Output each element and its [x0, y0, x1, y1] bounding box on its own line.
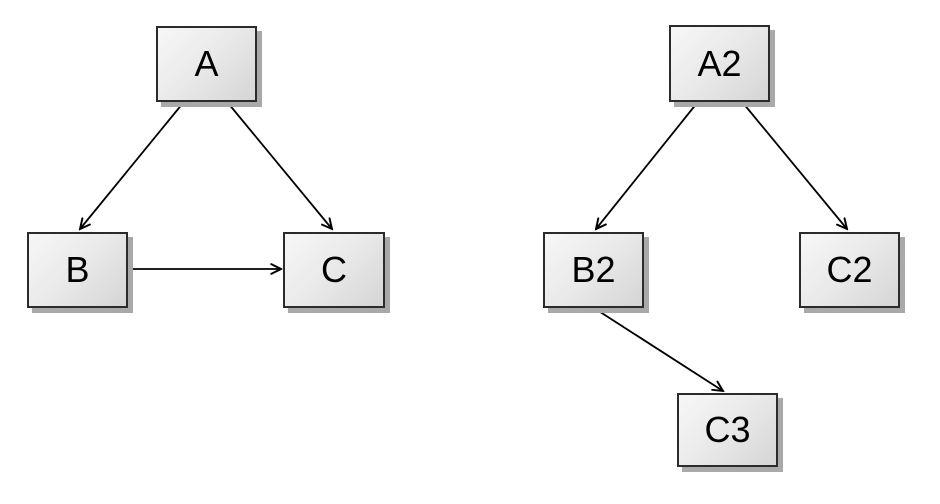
- node-C3: C3: [677, 393, 778, 467]
- node-A: A: [156, 26, 257, 102]
- node-label-A2: A2: [697, 42, 742, 84]
- node-label-C: C: [321, 249, 347, 290]
- node-B: B: [27, 232, 128, 308]
- edge-A2-to-B2: [596, 102, 698, 229]
- node-label-B: B: [65, 249, 90, 290]
- node-label-B2: B2: [571, 249, 616, 290]
- node-C: C: [283, 232, 385, 308]
- edge-A-to-C: [227, 102, 332, 229]
- edge-B2-to-C3: [593, 307, 723, 391]
- node-label-C3: C3: [704, 409, 751, 450]
- edge-A-to-B: [80, 102, 184, 229]
- node-label-A: A: [194, 43, 219, 84]
- node-C2: C2: [799, 232, 900, 308]
- node-label-C2: C2: [826, 249, 873, 290]
- node-A2: A2: [669, 25, 770, 102]
- node-B2: B2: [543, 232, 644, 308]
- edge-A2-to-C2: [742, 102, 847, 229]
